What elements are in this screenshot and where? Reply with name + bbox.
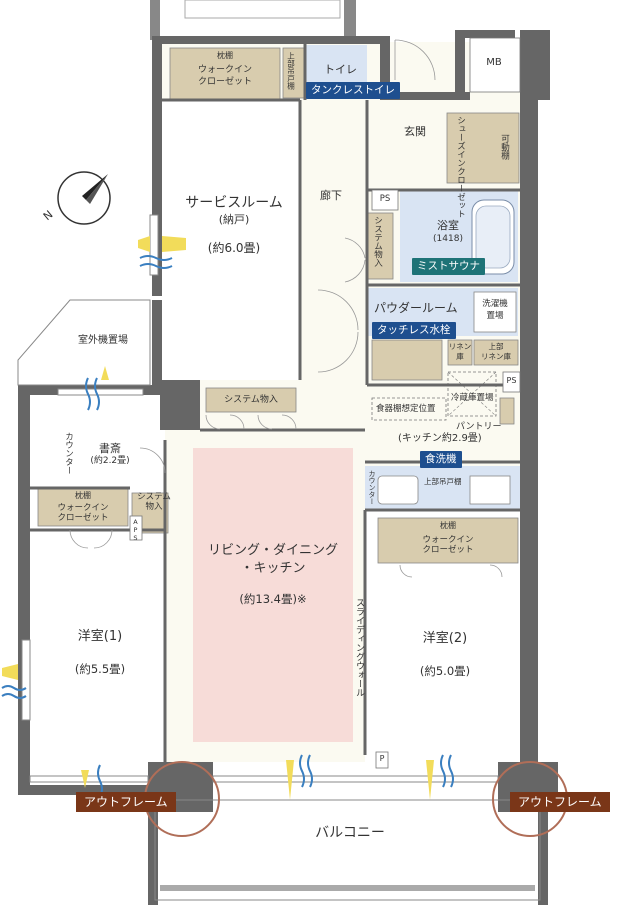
dish-shelf-label: 食器棚想定位置 <box>376 404 436 414</box>
toilet-name: トイレ <box>324 63 357 76</box>
powder-name: パウダールーム <box>374 301 458 315</box>
wic-left-line1: 枕棚 <box>75 491 91 500</box>
fridge-label: 冷蔵庫置場 <box>451 393 494 403</box>
dishwasher-badge: 食洗機 <box>420 451 462 468</box>
ventilation-marks <box>1 236 454 800</box>
study-size: (約2.2畳) <box>90 456 130 466</box>
outframe-label-right: アウトフレーム <box>510 792 610 812</box>
ldk-name-line2: ・キッチン <box>240 561 306 576</box>
system-storage-study-line1: システム <box>137 492 171 502</box>
system-storage-study-line2: 物入 <box>145 502 163 512</box>
pantry-line2: (キッチン約2.9畳) <box>398 433 482 444</box>
shoes-closet-box <box>446 112 520 184</box>
neighbor-unit <box>184 0 341 19</box>
study-counter: カウンター <box>63 432 74 475</box>
service-room-size: (約6.0畳) <box>207 241 261 255</box>
sliding-wall-label: スライディングウォール <box>354 598 364 697</box>
fridge-area <box>447 371 497 417</box>
p-mark: P <box>379 754 385 763</box>
wic-top-line1: 枕棚 <box>217 51 233 60</box>
wic-right-line2: ウォークイン <box>422 535 474 545</box>
laundry-line2: 置場 <box>486 311 504 321</box>
neighbor-wall <box>150 0 160 40</box>
pantry-line1: パントリー <box>456 422 502 432</box>
mist-sauna-badge: ミストサウナ <box>412 258 485 275</box>
pantry-shelf <box>499 397 515 425</box>
powder-counter <box>371 339 443 381</box>
study-name: 書斎 <box>99 442 121 455</box>
shoes-closet: シューズインクローゼット <box>455 116 466 218</box>
balcony-outline <box>154 799 541 901</box>
western1-size: (約5.5畳) <box>74 662 126 676</box>
aps-mark: APS <box>131 518 140 542</box>
linen1-line2: 庫 <box>456 352 464 361</box>
mb-box <box>469 37 521 93</box>
toilet-upper-cabinet: 上部吊戸棚 <box>286 52 296 90</box>
service-room-sub: (納戸) <box>218 213 250 226</box>
wic-left-line3: クローゼット <box>57 513 109 523</box>
service-room-name: サービスルーム <box>185 195 283 211</box>
outframe-label-left: アウトフレーム <box>76 792 176 812</box>
sink <box>377 475 419 505</box>
neighbor-wall-2 <box>344 0 356 40</box>
dish-shelf-area <box>371 397 447 421</box>
wic-top-line3: クローゼット <box>197 77 252 87</box>
wic-right-line1: 枕棚 <box>440 521 456 530</box>
partitions <box>30 44 520 780</box>
wic-right-line3: クローゼット <box>422 545 474 555</box>
stove <box>469 475 511 505</box>
linen-1-box <box>447 339 473 366</box>
outdoor-unit-area <box>17 299 151 386</box>
balcony-name: バルコニー <box>315 825 385 841</box>
entrance-name: 玄関 <box>404 125 426 138</box>
linen-2-box <box>473 339 519 366</box>
laundry-box <box>473 291 517 333</box>
ps-mark-1: PS <box>379 194 391 204</box>
bathtub-inner <box>475 205 511 269</box>
western1-name: 洋室(1) <box>77 629 123 644</box>
kitchen-counter: カウンター <box>368 470 376 505</box>
ps-mark-2: PS <box>506 376 517 385</box>
bath-size: (1418) <box>433 234 463 244</box>
compass-icon <box>57 171 111 225</box>
wic-top-line2: ウォークイン <box>197 65 252 75</box>
system-storage-ldk-box <box>205 387 297 413</box>
wic-right-box <box>377 517 519 564</box>
bath-name: 浴室 <box>437 219 459 232</box>
western2-size: (約5.0畳) <box>419 664 471 678</box>
system-storage-corridor: システム物入 <box>372 216 383 267</box>
linen2-line1: 上部 <box>488 342 504 351</box>
system-storage-ldk: システム物入 <box>224 395 278 405</box>
ldk-name-line1: リビング・ダイニング <box>207 543 338 558</box>
outdoor-unit-name: 室外機置場 <box>78 335 128 346</box>
wic-left-line2: ウォークイン <box>57 503 109 513</box>
corridor-name: 廊下 <box>320 189 342 202</box>
linen2-line2: リネン庫 <box>481 352 511 361</box>
mb-label: MB <box>486 57 502 68</box>
floor-left-white <box>30 395 165 780</box>
linen1-line1: リネン <box>448 342 472 351</box>
touchless-faucet-badge: タッチレス水栓 <box>372 322 456 339</box>
system-storage-corridor-box <box>366 212 394 280</box>
laundry-line1: 洗濯機 <box>482 299 508 309</box>
ldk-floor <box>193 448 353 742</box>
western2-name: 洋室(2) <box>422 631 468 646</box>
door-arcs <box>69 39 503 578</box>
tankless-toilet-badge: タンクレストイレ <box>306 82 400 99</box>
movable-shelf: 可動棚 <box>499 134 510 160</box>
ldk-size: (約13.4畳)※ <box>239 592 307 606</box>
wic-top-box <box>169 47 281 101</box>
kitchen-upper-cabinet: 上部吊戸棚 <box>424 477 462 486</box>
